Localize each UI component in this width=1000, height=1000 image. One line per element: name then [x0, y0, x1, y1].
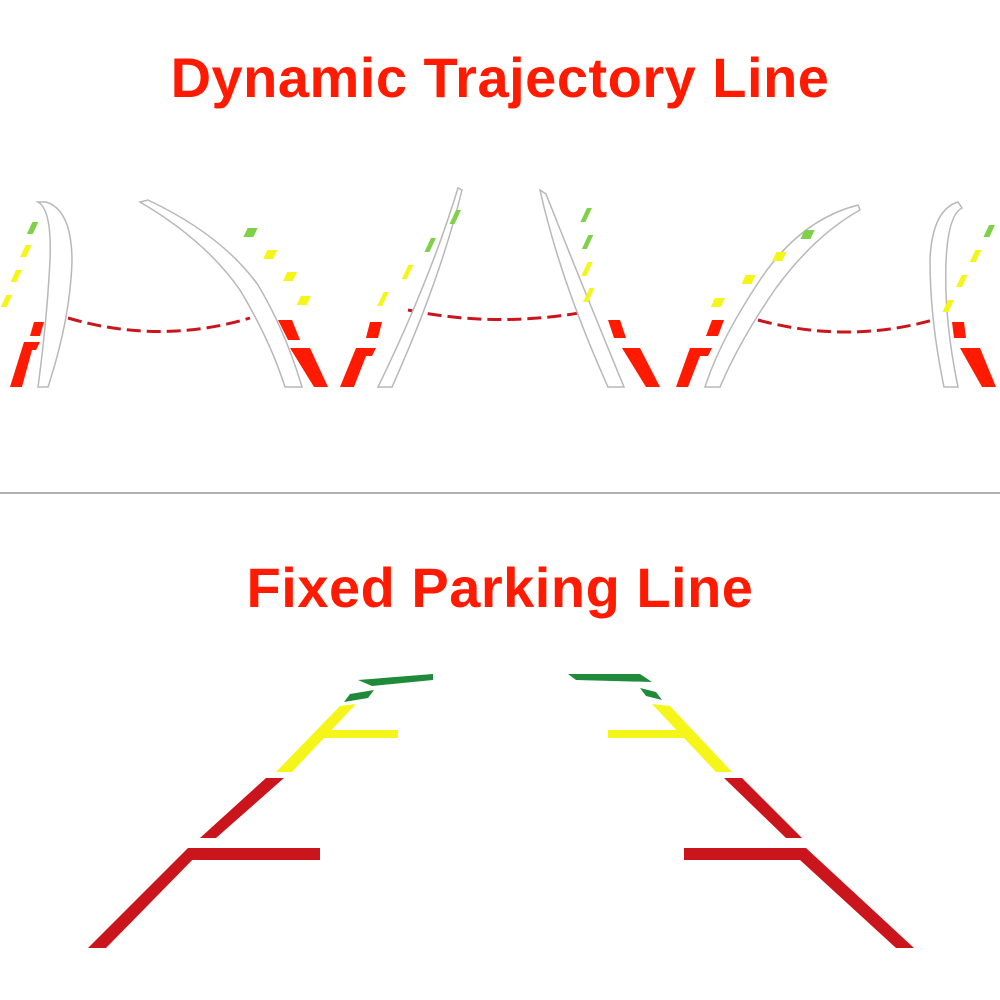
red-guide-mark	[622, 348, 660, 387]
tire-path-outline	[376, 186, 463, 388]
red-extension-marks	[10, 320, 996, 387]
distance-mark	[956, 275, 968, 287]
red-guide-mark	[676, 348, 712, 387]
fixed-parking-title: Fixed Parking Line	[246, 556, 754, 619]
distance-mark	[243, 228, 258, 237]
fixed-parking-guidelines-icon	[88, 674, 914, 948]
distance-mark	[983, 225, 996, 237]
dashed-trajectory-curve	[407, 308, 586, 321]
red-guide-mark	[952, 322, 966, 338]
distance-mark	[710, 298, 725, 307]
parking-guide-segment	[88, 848, 204, 948]
parking-guide-segment	[724, 778, 802, 838]
distance-mark	[263, 250, 278, 259]
distance-mark	[20, 245, 32, 257]
distance-marks	[0, 208, 996, 312]
tire-path-outline	[35, 201, 73, 388]
distance-mark	[581, 235, 594, 249]
distance-mark	[942, 300, 955, 312]
tire-path-outline	[538, 188, 626, 388]
tire-path-outlines	[35, 186, 964, 388]
red-guide-mark	[960, 348, 996, 387]
parking-guide-segment	[310, 730, 398, 738]
red-guide-mark	[290, 348, 328, 387]
parking-guide-lines	[88, 674, 914, 948]
red-guide-mark	[366, 322, 382, 338]
parking-guide-segment	[200, 778, 284, 838]
red-guide-mark	[278, 320, 300, 340]
parking-guide-segment	[568, 674, 652, 682]
distance-mark	[772, 252, 787, 261]
red-guide-mark	[10, 342, 40, 387]
distance-mark	[583, 288, 595, 302]
distance-mark	[800, 230, 815, 239]
dashed-trajectory-curves	[67, 308, 941, 334]
distance-mark	[377, 292, 389, 306]
dashed-trajectory-curve	[67, 316, 251, 333]
dynamic-trajectory-guidelines-icon	[0, 186, 996, 388]
distance-mark	[741, 275, 756, 284]
distance-mark	[424, 238, 436, 252]
tire-path-outline	[703, 204, 861, 388]
section-divider	[0, 492, 1000, 494]
parking-guide-segment	[186, 848, 320, 860]
distance-mark	[296, 296, 311, 305]
parking-guide-segment	[358, 674, 433, 686]
distance-mark	[969, 250, 982, 262]
parking-guide-segment	[608, 730, 696, 738]
distance-mark	[580, 208, 592, 222]
red-guide-mark	[30, 322, 44, 336]
red-guide-mark	[340, 348, 376, 387]
distance-mark	[26, 222, 39, 234]
parking-guide-segment	[640, 688, 662, 700]
dashed-trajectory-curve	[757, 316, 941, 334]
distance-mark	[282, 272, 298, 281]
distance-mark	[581, 262, 593, 276]
distance-mark	[449, 210, 462, 224]
distance-mark	[401, 265, 414, 279]
parking-guide-segment	[344, 690, 374, 702]
distance-mark	[10, 270, 23, 282]
dynamic-trajectory-title: Dynamic Trajectory Line	[170, 46, 830, 109]
red-guide-mark	[706, 320, 724, 336]
parking-guide-segment	[684, 848, 914, 948]
tire-path-outline	[138, 199, 304, 388]
red-guide-mark	[608, 320, 626, 338]
tire-path-outline	[929, 201, 964, 388]
distance-mark	[0, 295, 13, 307]
